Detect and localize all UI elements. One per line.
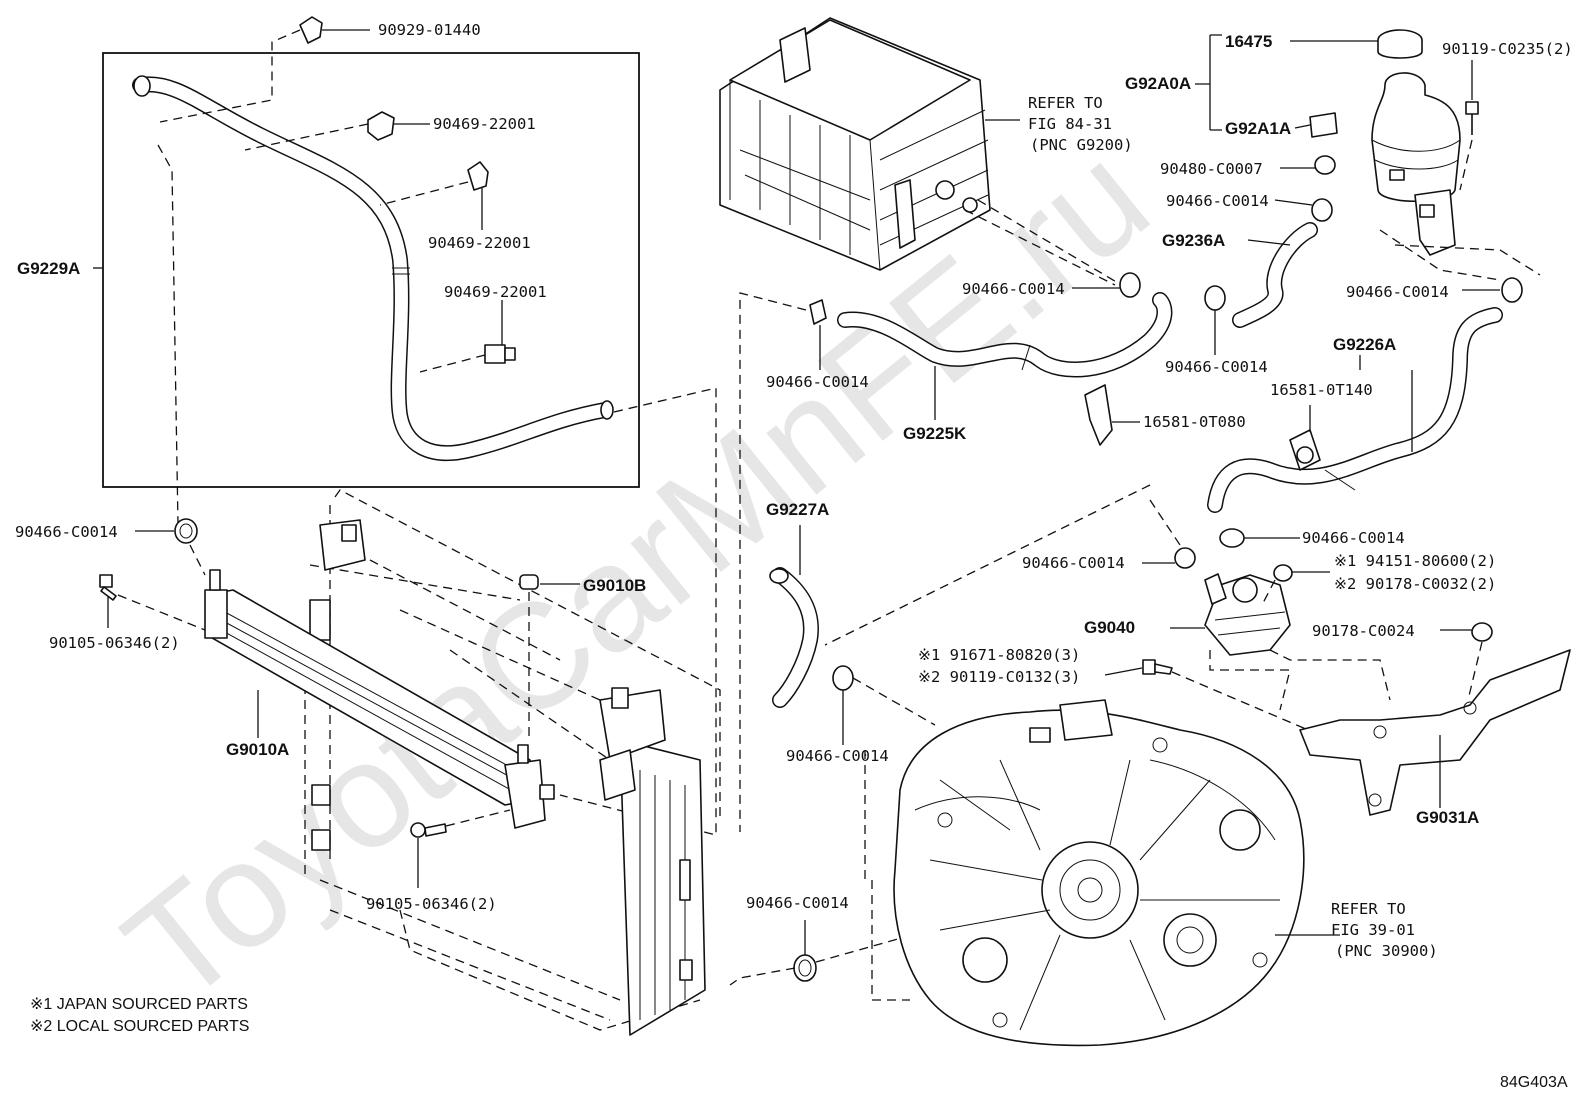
label-refer-84-31-line1: REFER TO: [1028, 94, 1103, 112]
clip-90469-22001-c: [484, 300, 516, 364]
label-90466-c0014-bottom: 90466-C0014: [746, 894, 849, 912]
label-refer-84-31-line2: FIG 84-31: [1028, 115, 1112, 133]
hose-g9225k: [837, 292, 1173, 420]
bolt-94151-80600: [1261, 564, 1330, 606]
hose-g9227a: [769, 525, 819, 708]
label-90929-01440: 90929-01440: [378, 21, 481, 39]
figure-code: 84G403A: [1500, 1074, 1568, 1091]
label-g9010a: G9010A: [226, 740, 289, 759]
bolt-90119-c0235: [1459, 60, 1479, 191]
clamp-90466-mid: [1204, 285, 1226, 355]
clamp-90466-inverter: [1072, 272, 1141, 298]
label-g9225k: G9225K: [903, 424, 967, 443]
clamp-90466-right: [1462, 277, 1523, 303]
label-90469-22001-a: 90469-22001: [433, 115, 536, 133]
label-g9236a: G9236A: [1162, 231, 1225, 250]
label-90119-c0132: ※2 90119-C0132(3): [918, 668, 1080, 686]
clamp-90466-left: [135, 518, 206, 576]
clip-90469-22001-b: [467, 161, 489, 230]
clamp-90466-pump-right: [1219, 528, 1300, 548]
clip-90469-22001-a: [367, 111, 430, 141]
label-g9031a: G9031A: [1416, 808, 1479, 827]
bolt-91671-80820: [1104, 659, 1321, 736]
label-90466-c0014-reservoir: 90466-C0014: [1166, 192, 1269, 210]
label-90466-c0014-mid: 90466-C0014: [1165, 358, 1268, 376]
label-refer-39-01-line3: (PNC 30900): [1335, 942, 1438, 960]
label-90469-22001-c: 90469-22001: [444, 283, 547, 301]
label-g9226a: G9226A: [1333, 335, 1396, 354]
label-16581-0t140: 16581-0T140: [1270, 381, 1373, 399]
inverter-assembly: [719, 17, 991, 271]
label-g9040: G9040: [1084, 618, 1135, 637]
label-90466-c0014-g9227a: 90466-C0014: [786, 747, 889, 765]
hose-g9236a: [1232, 222, 1318, 328]
hose-g9226a: [1207, 307, 1503, 513]
note-local-sourced: ※2 LOCAL SOURCED PARTS: [30, 1018, 249, 1035]
note-japan-sourced: ※1 JAPAN SOURCED PARTS: [30, 996, 248, 1013]
label-90466-c0014-pump-right: 90466-C0014: [1302, 529, 1405, 547]
grommet-90480-c0007: [1280, 155, 1336, 175]
bolt-90105-06346-a: [99, 574, 206, 631]
label-16475: 16475: [1225, 32, 1272, 51]
label-refer-84-31-line3: (PNC G9200): [1030, 136, 1133, 154]
label-90178-c0032: ※2 90178-C0032(2): [1334, 575, 1496, 593]
label-g92a1a: G92A1A: [1225, 119, 1291, 138]
label-94151-80600: ※1 94151-80600(2): [1334, 552, 1496, 570]
label-90466-c0014-g9225k: 90466-C0014: [766, 373, 869, 391]
label-g9010b: G9010B: [583, 576, 646, 595]
label-90105-06346-b: 90105-06346(2): [366, 895, 497, 913]
transaxle-assembly: [893, 699, 1305, 1047]
label-90466-c0014-pump-left: 90466-C0014: [1022, 554, 1125, 572]
clamp-90466-g9225k: [809, 299, 827, 370]
label-91671-80820: ※1 91671-80820(3): [918, 646, 1080, 664]
clamp-90466-reservoir: [1274, 198, 1333, 222]
clamp-90466-pump-left: [1142, 547, 1196, 569]
gasket-g92a1a: [1309, 112, 1338, 138]
label-90466-c0014-inverter: 90466-C0014: [962, 280, 1065, 298]
clip-16581-0t140: [1289, 405, 1321, 471]
cap-g9010b: [519, 574, 580, 740]
radiator-assembly: [304, 489, 721, 1036]
label-90178-c0024: 90178-C0024: [1312, 622, 1415, 640]
reservoir-tank: [1371, 29, 1461, 256]
label-16581-0t080: 16581-0T080: [1143, 413, 1246, 431]
label-90466-c0014-left: 90466-C0014: [15, 523, 118, 541]
label-90119-c0235: 90119-C0235(2): [1442, 40, 1573, 58]
clamp-90466-g9227a: [832, 665, 936, 745]
condenser-g9010a: [204, 569, 555, 829]
label-refer-39-01-line1: REFER TO: [1331, 900, 1406, 918]
bracket-16581-0t080: [1084, 384, 1140, 446]
label-g92a0a: G92A0A: [1125, 74, 1191, 93]
inset-box-g9229a: [102, 52, 640, 488]
clip-90929-01440: [299, 16, 370, 44]
hose-g9229a: [132, 75, 614, 462]
label-90466-c0014-right: 90466-C0014: [1346, 283, 1449, 301]
label-g9229a: G9229A: [17, 259, 80, 278]
label-90469-22001-b: 90469-22001: [428, 234, 531, 252]
label-refer-39-01-line2: FIG 39-01: [1331, 921, 1415, 939]
label-90105-06346-a: 90105-06346(2): [49, 634, 180, 652]
bolt-90105-06346-b: [410, 809, 511, 888]
label-g9227a: G9227A: [766, 500, 829, 519]
water-pump-g9040: [1170, 573, 1291, 656]
bolt-90178-c0024: [1440, 622, 1493, 701]
bracket-g9031a: [1299, 649, 1571, 816]
label-90480-c0007: 90480-C0007: [1160, 160, 1263, 178]
